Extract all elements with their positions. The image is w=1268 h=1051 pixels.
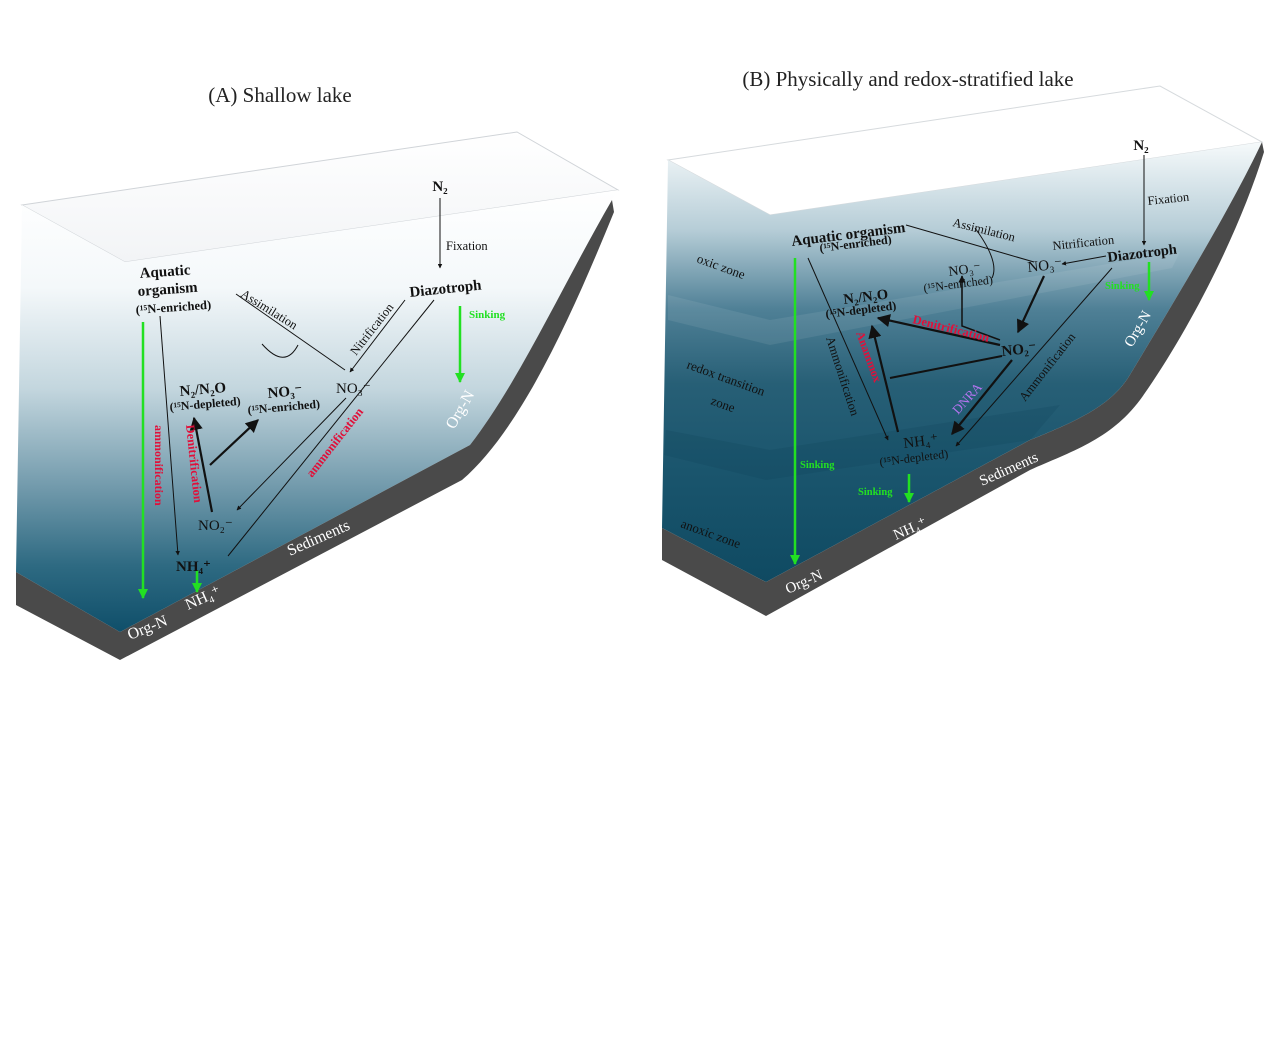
panel-b-arrow-denitrification	[876, 314, 1001, 347]
panel-b-fixation: Fixation	[1147, 190, 1191, 208]
panel-a-n2n2o-sub: (¹⁵N-depleted)	[169, 394, 241, 414]
panel-a-title: (A) Shallow lake	[208, 83, 351, 107]
panel-b-no3-mid: NO₃⁻	[948, 261, 982, 280]
panel-b-arrow-dnra	[951, 359, 1013, 436]
panel-b-assimilation-brace	[974, 227, 995, 279]
panel-b-sinking-left: Sinking	[800, 460, 835, 471]
panel-b-line-no2-anammox	[889, 355, 1003, 379]
panel-a-water	[16, 190, 618, 632]
panel-a-diazotroph: Diazotroph	[409, 277, 483, 301]
panel-a-aquatic-line3: (¹⁵N-enriched)	[135, 298, 211, 317]
panel-b-arrow-nitrification	[1061, 255, 1107, 266]
panel-b-sinking-mid: Sinking	[858, 487, 893, 498]
panel-a-n2: N₂	[432, 179, 448, 195]
panel-a-arrow-no2-no3	[209, 419, 259, 466]
panel-b-arrow-anammox	[868, 324, 900, 433]
panel-a-sediment	[16, 200, 614, 660]
panel-a-no3-mid: NO₃⁻	[267, 383, 303, 402]
panel-a-ammonification-left: ammonification	[152, 425, 166, 506]
panel-b-arrow-ammonification-left	[807, 257, 889, 441]
panel-b-water	[662, 142, 1262, 582]
panel-a-aquatic-line1: Aquatic	[139, 262, 191, 282]
panel-a: (A) Shallow lake N₂ Fixation Diazotroph …	[16, 83, 620, 660]
panel-a-n2n2o: N₂/N₂O	[179, 380, 227, 400]
panel-b-title: (B) Physically and redox-stratified lake	[742, 67, 1073, 91]
panel-b-arrow-no3-no2	[1017, 275, 1045, 334]
panel-b-no2: NO₂⁻	[1001, 340, 1037, 360]
panel-b-sediment	[662, 142, 1264, 616]
panel-a-arrow-no3-no2	[236, 397, 347, 511]
panel-b-sinking-right: Sinking	[1105, 281, 1140, 292]
panel-b-arrow-ammonification-right	[955, 267, 1113, 447]
panel-a-no3-right: NO₃⁻	[336, 381, 371, 397]
panel-a-fixation: Fixation	[446, 239, 488, 253]
panel-b-line-no2-no3mid	[961, 300, 1001, 341]
panel-b-no3-right: NO₃⁻	[1027, 256, 1063, 276]
panel-b-nitrification: Nitrification	[1052, 233, 1116, 253]
panel-b-n2n2o: N₂/N₂O	[843, 287, 890, 308]
panel-b-nh4: NH₄⁺	[903, 432, 940, 452]
panel-a-arrow-org-to-nh4	[159, 315, 180, 556]
panel-a-no2: NO₂⁻	[198, 518, 233, 534]
panel-a-aquatic-line2: organism	[137, 280, 198, 300]
panel-a-line-assimilation	[235, 293, 346, 371]
panel-a-assimilation-brace	[261, 343, 299, 358]
panel-b-line-assimilation	[905, 224, 1035, 263]
panel-a-sinking: Sinking	[469, 309, 506, 321]
panel-a-arrow-nitrification	[349, 299, 406, 373]
panel-a-no3-mid-sub: (¹⁵N-enriched)	[247, 397, 320, 417]
panel-b: (B) Physically and redox-stratified lake…	[662, 67, 1264, 616]
panel-b-n2: N₂	[1133, 138, 1149, 154]
panel-a-arrow-denitrification	[189, 416, 214, 513]
panel-a-nh4: NH₄⁺	[176, 559, 211, 575]
panel-a-line-diazotroph-nh4	[227, 299, 435, 557]
